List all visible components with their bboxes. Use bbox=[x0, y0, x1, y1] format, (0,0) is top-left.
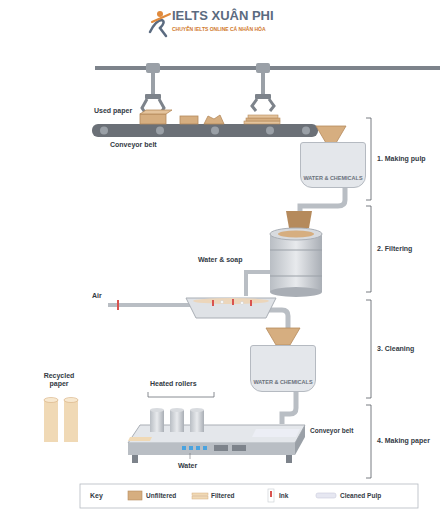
diagram-label: 3. Cleaning bbox=[377, 345, 414, 353]
diagram-label: Heated rollers bbox=[150, 380, 197, 388]
diagram-label: CHUYÊN IELTS ONLINE CÁ NHÂN HÓA bbox=[172, 27, 266, 33]
diagram-label: Air bbox=[92, 292, 102, 300]
legend-text: Cleaned Pulp bbox=[340, 492, 381, 499]
tank-label: WATER & CHEMICALS bbox=[251, 379, 315, 385]
paper-machine bbox=[128, 392, 305, 463]
washing-trough bbox=[186, 298, 276, 318]
legend-text: Unfiltered bbox=[146, 492, 176, 499]
diagram-label: Conveyor belt bbox=[110, 141, 157, 149]
legend-text: Ink bbox=[279, 492, 288, 499]
diagram-label: Recycled paper bbox=[34, 372, 84, 388]
diagram-label: Water bbox=[178, 462, 197, 470]
recycled-paper-rolls bbox=[44, 398, 78, 443]
filter-drum bbox=[270, 228, 322, 297]
diagram-label: Conveyor belt bbox=[310, 427, 353, 434]
diagram-label: 4. Making paper bbox=[377, 437, 430, 445]
logo-icon bbox=[150, 11, 170, 36]
tank-label: WATER & CHEMICALS bbox=[301, 175, 365, 181]
diagram-label: IELTS XUÂN PHI bbox=[172, 9, 274, 24]
diagram-label: Key bbox=[90, 492, 103, 500]
diagram-label: 1. Making pulp bbox=[377, 155, 426, 163]
chemical-tank: WATER & CHEMICALS bbox=[300, 142, 366, 188]
diagram-label: 2. Filtering bbox=[377, 245, 412, 253]
key-box bbox=[80, 484, 418, 508]
robotic-arms bbox=[95, 63, 440, 114]
diagram-label: Water & soap bbox=[198, 256, 242, 264]
legend-text: Filtered bbox=[211, 492, 234, 499]
diagram-label: Used paper bbox=[94, 107, 132, 115]
conveyor-belt-1 bbox=[92, 110, 318, 137]
step-brackets bbox=[366, 118, 371, 478]
chemical-tank: WATER & CHEMICALS bbox=[250, 345, 316, 392]
